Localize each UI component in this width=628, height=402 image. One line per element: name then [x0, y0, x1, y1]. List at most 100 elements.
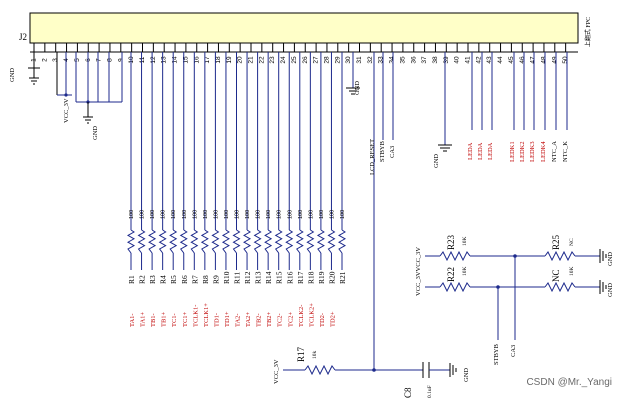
connector-pin-number: 42 — [475, 56, 482, 64]
array-resistor — [316, 229, 325, 254]
connector-pin-number: 41 — [465, 56, 472, 64]
leda-label-2: LEDA — [477, 142, 484, 160]
connector-pin-number: 17 — [204, 56, 211, 64]
connector-name-label: 上翻式 FPC — [584, 17, 592, 47]
array-resistor — [200, 229, 209, 254]
connector-pin-number: 50 — [562, 56, 569, 64]
array-value-label: 100 — [235, 210, 241, 219]
gnd-label-pin30: GND — [354, 81, 361, 95]
connector-pin-number: 19 — [226, 56, 233, 64]
connector-pin-number: 21 — [248, 56, 255, 64]
array-value-label: 100 — [277, 210, 283, 219]
array-signal-label: TD1- — [213, 313, 220, 327]
array-value-label: 100 — [161, 210, 167, 219]
array-resistor — [169, 229, 178, 254]
connector-pin-number: 18 — [215, 56, 222, 64]
led-ntc-wires — [471, 52, 568, 130]
array-resistor — [232, 229, 241, 254]
r25-value-label: NC — [569, 238, 575, 246]
connector-pin-number: 40 — [454, 56, 461, 64]
connector-pin-number: 45 — [508, 56, 515, 64]
connector-pin-number: 12 — [150, 56, 157, 64]
array-value-label: 100 — [340, 210, 346, 219]
connector-pin-number: 20 — [237, 56, 244, 64]
ntc-k-label: NTC_K — [562, 141, 569, 162]
array-resistor — [190, 229, 199, 254]
array-signal-label: TB1+ — [161, 311, 168, 327]
array-value-label: 100 — [203, 210, 209, 219]
connector-pin-number: 39 — [443, 56, 450, 64]
array-ref-label: R21 — [338, 271, 347, 284]
array-signal-label: TA2+ — [245, 312, 252, 327]
connector-pin-number: 32 — [367, 56, 374, 64]
array-value-label: 100 — [329, 210, 335, 219]
r22-ref-label: R22 — [446, 267, 456, 282]
array-value-label: 100 — [308, 210, 314, 219]
connector-pin-number: 30 — [345, 56, 352, 64]
connector-pin-number: 23 — [269, 56, 276, 64]
array-signal-label: TCLK2+ — [308, 303, 315, 327]
ledk3-label: LEDK3 — [529, 141, 536, 162]
vcc3v-label-reset: VCC_3V — [273, 359, 280, 384]
stbyb-label: STBYB — [379, 140, 386, 162]
nc-value-label: 10K — [569, 267, 575, 277]
array-signal-label: TB2- — [256, 313, 263, 327]
ca3-label-strap: CA3 — [510, 345, 517, 357]
array-signal-label: TD2- — [319, 313, 326, 327]
r23-value-label: 10K — [462, 237, 468, 247]
gnd-label-left: GND — [9, 68, 16, 82]
r17-ref-label: R17 — [296, 346, 306, 362]
connector-pin-number: 14 — [172, 56, 179, 64]
array-signal-label: TC2- — [277, 313, 284, 327]
array-ref-label: R11 — [233, 272, 242, 284]
ledk2-label: LEDK2 — [519, 141, 526, 162]
array-ref-label: R12 — [243, 271, 252, 284]
gnd-label-strap-1: GND — [607, 252, 614, 266]
array-signal-label: TC1+ — [182, 311, 189, 327]
connector-pin-number: 4 — [63, 58, 70, 62]
array-resistor — [158, 229, 167, 254]
ca3-label: CA3 — [389, 146, 396, 158]
array-signal-label: TA1- — [129, 313, 136, 327]
array-signal-label: TCLK2- — [298, 305, 305, 327]
array-signal-label: TCLK1- — [192, 305, 199, 327]
ledk1-label: LEDK1 — [509, 141, 516, 162]
connector-pin-number: 7 — [96, 58, 103, 62]
array-signal-label: TB2+ — [266, 311, 273, 327]
gnd-bus-left — [75, 52, 123, 124]
array-resistor — [243, 229, 252, 254]
connector-pin-number: 38 — [432, 56, 439, 64]
array-value-label: 100 — [140, 210, 146, 219]
connector-pin-number: 26 — [302, 56, 309, 64]
fpc-connector-body — [29, 12, 579, 44]
array-ref-label: R17 — [296, 271, 305, 284]
connector-pin-number: 34 — [389, 56, 396, 64]
c8-value-label: 0.1uF — [427, 385, 433, 398]
array-value-label: 100 — [192, 210, 198, 219]
array-value-label: 100 — [319, 210, 325, 219]
connector-pin-number: 27 — [313, 56, 320, 64]
reset-rc-circuit — [283, 362, 457, 378]
gnd-label-pin38: GND — [433, 154, 440, 168]
array-resistor — [295, 229, 304, 254]
array-signal-label: TC2+ — [287, 311, 294, 327]
ledk4-label: LEDK4 — [540, 141, 547, 162]
vcc3v-label-left: VCC_3V — [63, 98, 70, 123]
connector-pin-number: 5 — [74, 58, 81, 62]
array-signal-label: TCLK1+ — [203, 303, 210, 327]
array-ref-label: R2 — [138, 275, 147, 284]
array-resistor — [148, 229, 157, 254]
array-value-label: 100 — [266, 210, 272, 219]
connector-pin-number: 13 — [161, 56, 168, 64]
array-ref-label: R4 — [159, 275, 168, 284]
array-resistor — [306, 229, 315, 254]
connector-pin-number: 28 — [323, 56, 330, 64]
connector-pin-number: 31 — [356, 56, 363, 64]
array-ref-label: R16 — [285, 271, 294, 284]
leda-label-3: LEDA — [487, 142, 494, 160]
vcc3v-pair-label: VCC_3VVCC_3V — [415, 247, 422, 296]
connector-pin-number: 8 — [106, 58, 113, 62]
array-resistor — [337, 229, 347, 254]
